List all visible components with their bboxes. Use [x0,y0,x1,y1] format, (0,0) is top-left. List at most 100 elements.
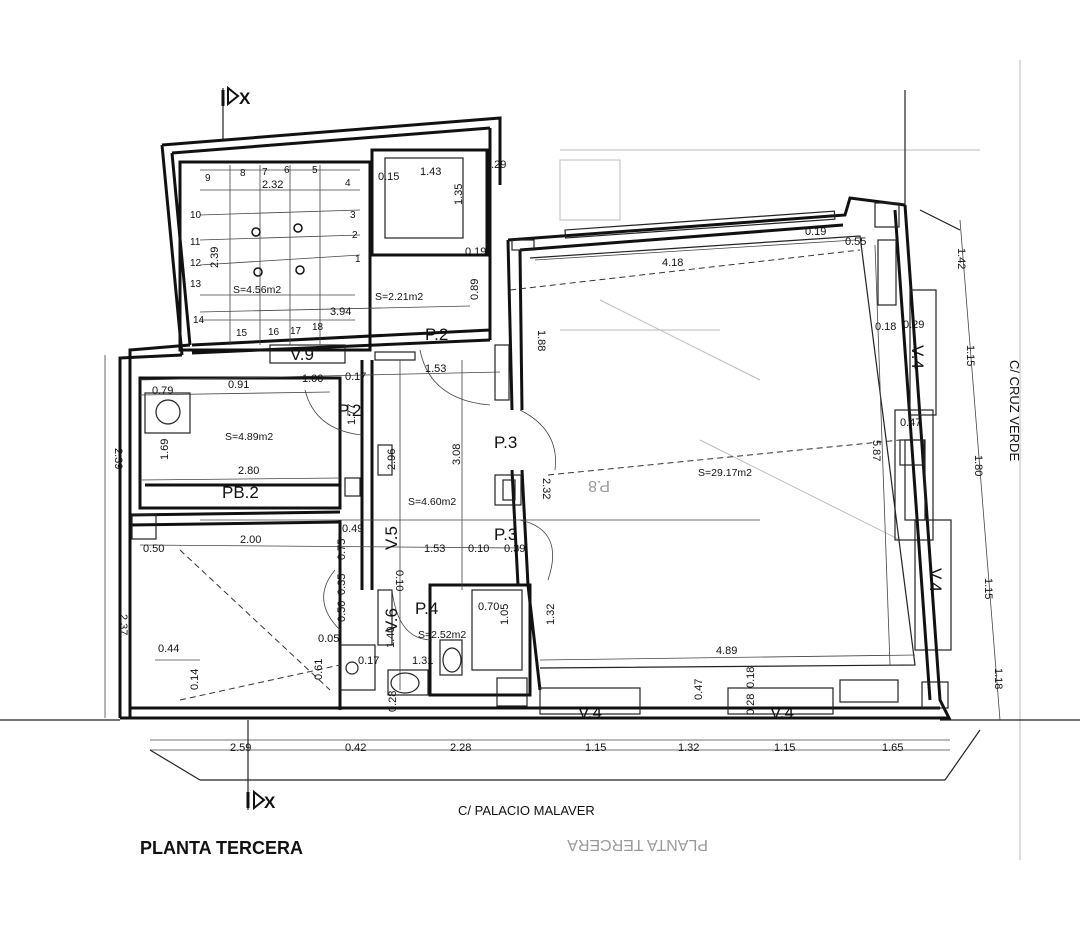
dim: 0.10 [393,570,405,591]
dim: 2.32 [262,179,283,191]
step-10: 10 [190,210,202,221]
section-mark-top: X [221,85,251,140]
dim: 1.35 [453,184,465,205]
step-2: 2 [352,230,358,241]
area-main: S=29.17m2 [698,467,752,479]
dim: 1.53 [425,363,446,375]
dim: 0.91 [228,379,249,391]
step-18: 18 [312,322,324,333]
dim: 0.10 [468,543,489,555]
dim: 0.61 [313,659,325,680]
dim: 0.17 [358,655,379,667]
label-pb2: PB.2 [222,483,259,502]
dim: 0.28 [745,694,757,715]
dim: 1.42 [955,248,967,269]
dim: 1.80 [972,455,984,476]
dim: 1.32 [678,742,699,754]
area-stair: S=4.56m2 [233,284,281,296]
outer-walls [118,90,961,721]
stair-numbers: 1 2 3 4 5 6 7 8 9 10 11 12 13 14 15 16 1… [190,165,361,339]
area-lift: S=2.21m2 [375,291,423,303]
dim: 0.17 [345,371,366,383]
label-v6: V.6 [382,608,401,632]
dim: 0.89 [469,279,481,300]
step-7: 7 [262,167,268,178]
dim: 2.80 [238,465,259,477]
area-bath: S=4.89m2 [225,431,273,443]
dim: 2.00 [240,534,261,546]
plan-title: PLANTA TERCERA [140,838,303,858]
dim: 2.59 [230,742,251,754]
dim: 1.31 [412,655,433,667]
dim: 0.05 [318,633,339,645]
dim: 1.15 [774,742,795,754]
dim: 0.18 [745,667,757,688]
dim: 4.18 [662,257,683,269]
dim: 0.47 [900,417,921,429]
dim: 0.50 [336,601,348,622]
dim: 2.39 [209,247,221,268]
dim: 0.49 [342,523,363,535]
dim: 1.00 [302,373,323,385]
step-11: 11 [190,237,201,248]
label-v4-right-top: V.4 [908,345,927,369]
dim: 0.70 [478,601,499,613]
dim: 0.79 [152,385,173,397]
step-17: 17 [290,326,302,337]
dim: 1.53 [424,543,445,555]
dim: 0.18 [875,321,896,333]
dim: 2.32 [540,478,552,499]
step-13: 13 [190,279,202,290]
step-5: 5 [312,165,318,176]
dim: 0.14 [189,669,201,690]
dim: 3.08 [451,444,463,465]
label-v4-bottom-left: V.4 [578,703,602,722]
mirrored-title: PLANTA TERCERA [567,836,708,853]
label-v5: V.5 [382,526,401,550]
dim: 0.28 [387,691,399,712]
step-14: 14 [193,315,205,326]
dim: 2.37 [117,614,129,635]
label-p3-bottom: P.3 [494,525,517,544]
label-v4-right-bottom: V.4 [926,568,945,592]
label-v9: V.9 [290,345,314,364]
step-6: 6 [284,165,290,176]
dim: 0.50 [143,543,164,555]
step-3: 3 [350,210,356,221]
dim: 0.29 [903,319,924,331]
step-15: 15 [236,328,248,339]
dim: 1.77 [346,404,358,425]
label-v4-bottom-right: V.4 [770,703,794,722]
dim: 0.44 [158,643,179,655]
step-8: 8 [240,168,246,179]
dim: 0.19 [465,246,486,258]
dim: 0.19 [805,226,826,238]
step-16: 16 [268,327,280,338]
dim: 2.39 [112,448,124,469]
street-east: C/ CRUZ VERDE [1007,360,1022,461]
dim: 0.47 [693,679,705,700]
label-p4: P.4 [415,599,438,618]
ghost-lines: P.8 [559,60,1021,860]
element-labels: V.9 P.2 P.2 P.3 P.3 PB.2 V.5 V.6 P.4 V.4… [222,325,945,722]
step-4: 4 [345,178,351,189]
section-mark-bottom: X [246,720,276,812]
dim: 0.35 [336,574,348,595]
area-wc: S=2.52m2 [418,629,466,641]
dim: 2.28 [450,742,471,754]
area-hall: S=4.60m2 [408,496,456,508]
dim: 1.15 [982,578,994,599]
dim: 0.15 [378,171,399,183]
label-p2-top: P.2 [425,325,448,344]
dim: 2.96 [386,449,398,470]
dim: 1.43 [420,166,441,178]
dim: 1.69 [159,439,171,460]
dim: 0.39 [504,543,525,555]
dim: 1.15 [585,742,606,754]
dimension-lines [0,219,1080,781]
area-labels: S=4.56m2 S=2.21m2 S=4.89m2 S=4.60m2 S=2.… [225,284,752,641]
dim: 3.94 [330,306,351,318]
dim: 0.42 [345,742,366,754]
dim: 0.75 [336,539,348,560]
